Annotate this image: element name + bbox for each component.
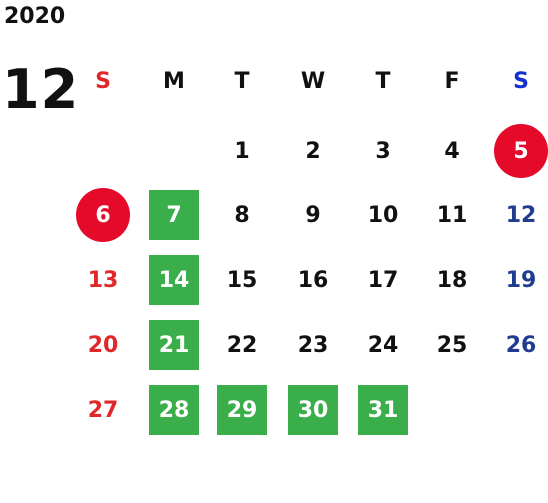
day-cell: 9 bbox=[305, 202, 321, 228]
day-cell: 23 bbox=[297, 332, 329, 358]
day-cell: 13 bbox=[87, 267, 119, 293]
day-cell: 15 bbox=[226, 267, 258, 293]
day-cell: 17 bbox=[367, 267, 399, 293]
day-cell: 4 bbox=[444, 138, 460, 164]
day-cell: 2 bbox=[305, 138, 321, 164]
day-cell: 11 bbox=[436, 202, 468, 228]
day-cell: 31 bbox=[358, 385, 408, 435]
day-cell: 21 bbox=[149, 320, 199, 370]
day-cell: 20 bbox=[87, 332, 119, 358]
day-cell: 27 bbox=[87, 397, 119, 423]
weekday-header: F bbox=[444, 68, 460, 94]
year-label: 2020 bbox=[4, 4, 66, 29]
day-cell: 12 bbox=[505, 202, 537, 228]
weekday-header: S bbox=[95, 68, 111, 94]
day-cell: 30 bbox=[288, 385, 338, 435]
day-cell: 7 bbox=[149, 190, 199, 240]
weekday-header: T bbox=[375, 68, 391, 94]
day-cell: 6 bbox=[76, 188, 130, 242]
day-cell: 10 bbox=[367, 202, 399, 228]
day-cell: 5 bbox=[494, 124, 548, 178]
day-cell: 16 bbox=[297, 267, 329, 293]
day-cell: 24 bbox=[367, 332, 399, 358]
day-cell: 29 bbox=[217, 385, 267, 435]
day-cell: 3 bbox=[375, 138, 391, 164]
day-cell: 25 bbox=[436, 332, 468, 358]
weekday-header: W bbox=[300, 68, 326, 94]
day-cell: 18 bbox=[436, 267, 468, 293]
weekday-header: T bbox=[234, 68, 250, 94]
day-cell: 28 bbox=[149, 385, 199, 435]
day-cell: 8 bbox=[234, 202, 250, 228]
day-cell: 22 bbox=[226, 332, 258, 358]
weekday-header: S bbox=[513, 68, 529, 94]
weekday-header: M bbox=[163, 68, 185, 94]
day-cell: 19 bbox=[505, 267, 537, 293]
day-cell: 1 bbox=[234, 138, 250, 164]
month-number: 12 bbox=[2, 58, 80, 121]
day-cell: 26 bbox=[505, 332, 537, 358]
day-cell: 14 bbox=[149, 255, 199, 305]
